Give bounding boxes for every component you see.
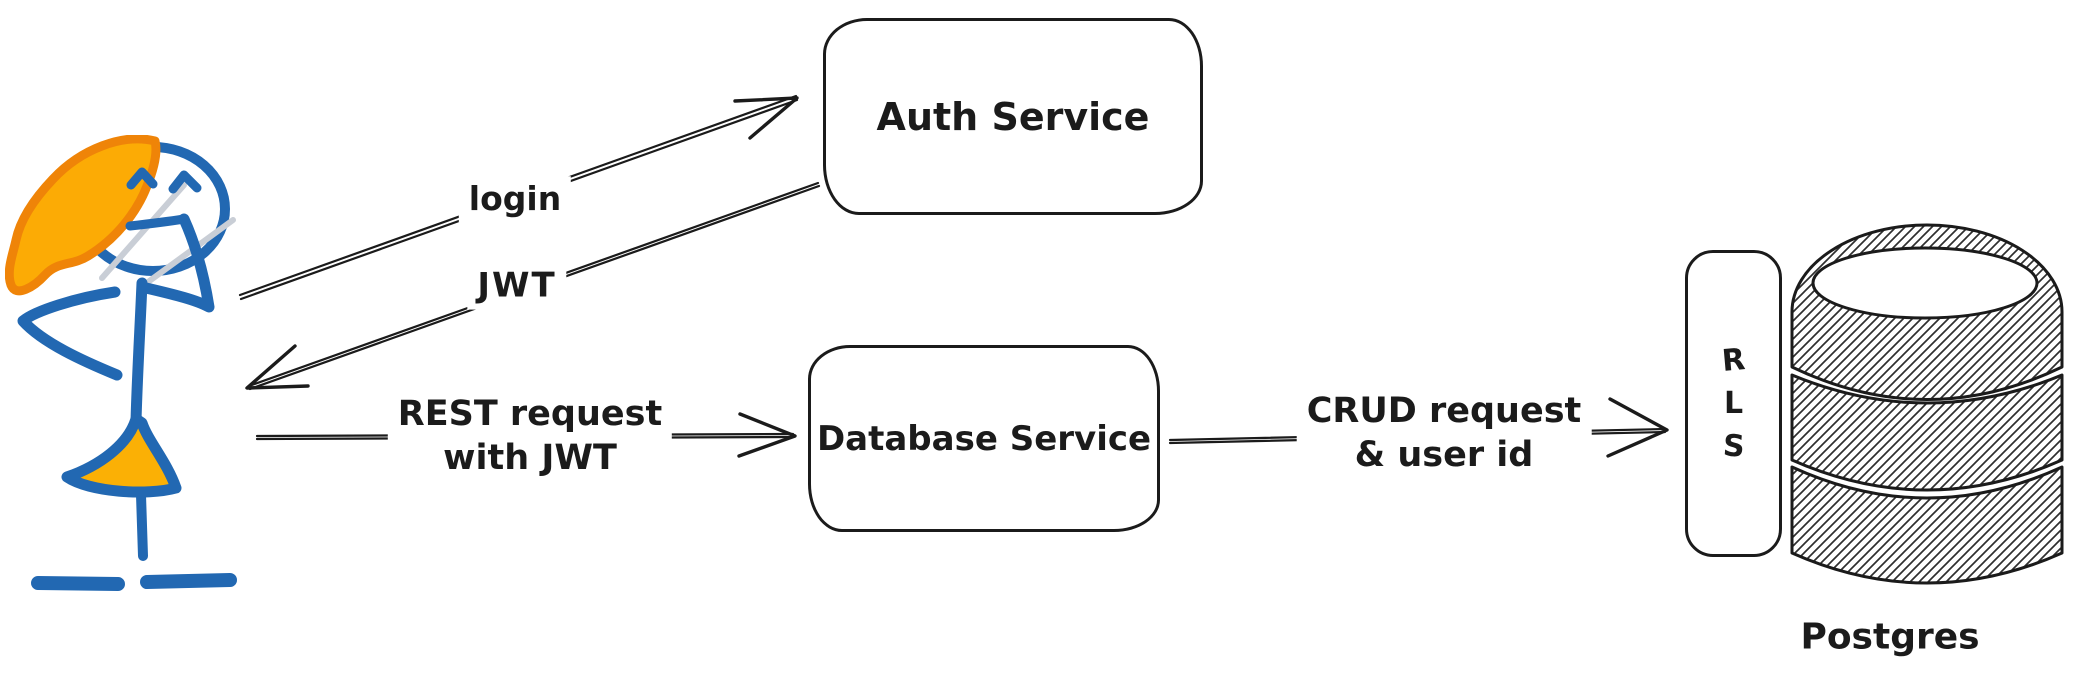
rest-request-line1: REST request <box>397 393 663 434</box>
user-figure <box>5 135 237 591</box>
login-edge-label: login <box>458 176 572 222</box>
jwt-edge-label: JWT <box>467 262 567 310</box>
postgres-label: Postgres <box>1800 616 1980 658</box>
crud-request-line1: CRUD request <box>1306 390 1582 431</box>
user-right-arm <box>136 213 215 313</box>
user-eyes <box>126 167 202 194</box>
crud-request-line2: & user id <box>1354 435 1534 475</box>
crud-request-edge-label: CRUD request & user id <box>1296 386 1592 480</box>
rest-request-edge-label: REST request with JWT <box>387 389 673 483</box>
user-dress <box>61 413 182 498</box>
rls-letter-l: L <box>1723 385 1744 421</box>
user-left-arm <box>17 286 123 381</box>
database-service-label: Database Service <box>816 418 1152 459</box>
user-feet <box>31 573 237 591</box>
user-leg <box>136 490 148 561</box>
rls-node: R L S <box>1685 250 1782 557</box>
cylinder-bottom-band <box>1790 465 2064 585</box>
auth-service-label: Auth Service <box>876 94 1150 139</box>
rls-letter-s: S <box>1721 427 1746 465</box>
user-torso <box>130 277 148 428</box>
cylinder-top-opening <box>1811 246 2039 320</box>
rls-letter-r: R <box>1720 341 1747 379</box>
user-hair <box>5 135 161 296</box>
database-service-node: Database Service <box>808 345 1160 532</box>
cylinder-middle-band <box>1790 373 2064 492</box>
postgres-database-icon <box>1790 223 2064 585</box>
auth-service-node: Auth Service <box>823 18 1203 215</box>
rest-request-line2: with JWT <box>443 438 617 478</box>
